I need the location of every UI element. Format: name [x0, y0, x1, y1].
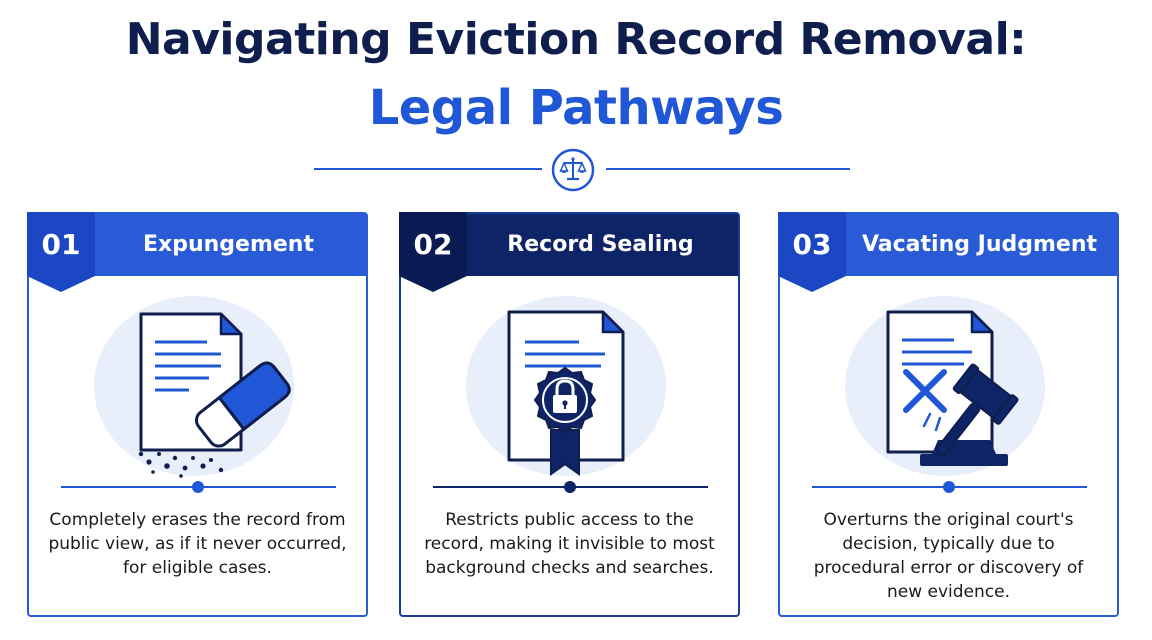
document-lock-seal-icon: [507, 310, 625, 476]
card-vacating-judgment: 03 Vacating Judgment Overturns the origi…: [778, 212, 1119, 617]
card-title: Expungement: [143, 232, 314, 257]
number-badge: 01: [27, 212, 95, 292]
separator-dot: [192, 481, 204, 493]
card-number: 03: [792, 228, 832, 261]
card-title: Record Sealing: [507, 232, 694, 257]
card-number: 02: [413, 228, 453, 261]
document-gavel-icon: [886, 310, 1019, 466]
title-line-2: Legal Pathways: [368, 80, 784, 136]
number-badge: 03: [778, 212, 846, 292]
title-line-1: Navigating Eviction Record Removal:: [125, 14, 1027, 65]
scales-of-justice-icon: [551, 148, 595, 192]
title-divider-right: [606, 168, 850, 170]
title-divider-left: [314, 168, 542, 170]
card-description: Completely erases the record from public…: [48, 510, 347, 578]
card-number: 01: [41, 228, 81, 261]
separator-dot: [564, 481, 576, 493]
separator-dot: [943, 481, 955, 493]
card-record-sealing: 02 Record Sealing Restricts public acces…: [399, 212, 740, 617]
card-title: Vacating Judgment: [861, 232, 1098, 257]
card-description: Overturns the original court's decision,…: [813, 510, 1084, 602]
card-description: Restricts public access to the record, m…: [424, 510, 715, 578]
number-badge: 02: [399, 212, 467, 292]
card-expungement: 01 Expungement Completely erases the rec…: [27, 212, 368, 617]
document-eraser-icon: [138, 312, 291, 478]
